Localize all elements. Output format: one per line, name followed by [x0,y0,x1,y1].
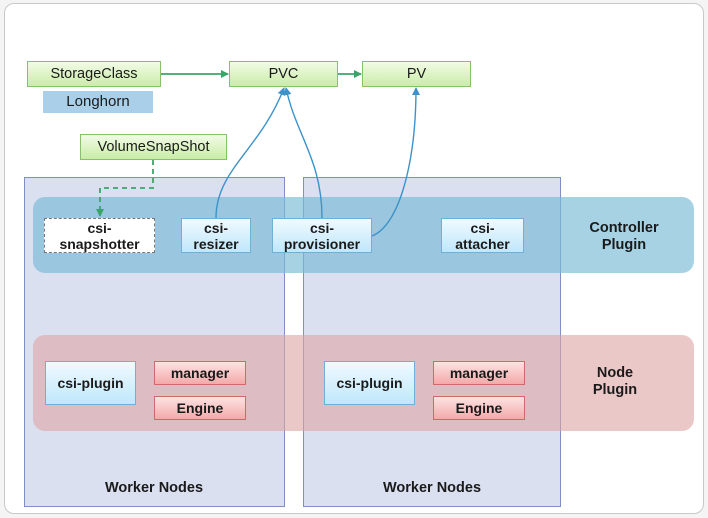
pv-node: PV [362,61,471,87]
engine-left-node: Engine [154,396,246,420]
storageclass-node: StorageClass [27,61,161,87]
csi-plugin-right-node: csi-plugin [324,361,415,405]
worker-nodes-right-label: Worker Nodes [382,480,482,496]
manager-right-node: manager [433,361,525,385]
longhorn-label: Longhorn [43,91,153,113]
engine-right-node: Engine [433,396,525,420]
csi-attacher-node: csi- attacher [441,218,524,253]
worker-nodes-left-label: Worker Nodes [104,480,204,496]
controller-plugin-label: Controller Plugin [589,220,659,253]
csi-plugin-left-node: csi-plugin [45,361,136,405]
manager-left-node: manager [154,361,246,385]
csi-snapshotter-node: csi- snapshotter [44,218,155,253]
volumesnapshot-node: VolumeSnapShot [80,134,227,160]
node-plugin-label: Node Plugin [592,365,638,398]
csi-resizer-node: csi- resizer [181,218,251,253]
csi-provisioner-node: csi- provisioner [272,218,372,253]
pvc-node: PVC [229,61,338,87]
